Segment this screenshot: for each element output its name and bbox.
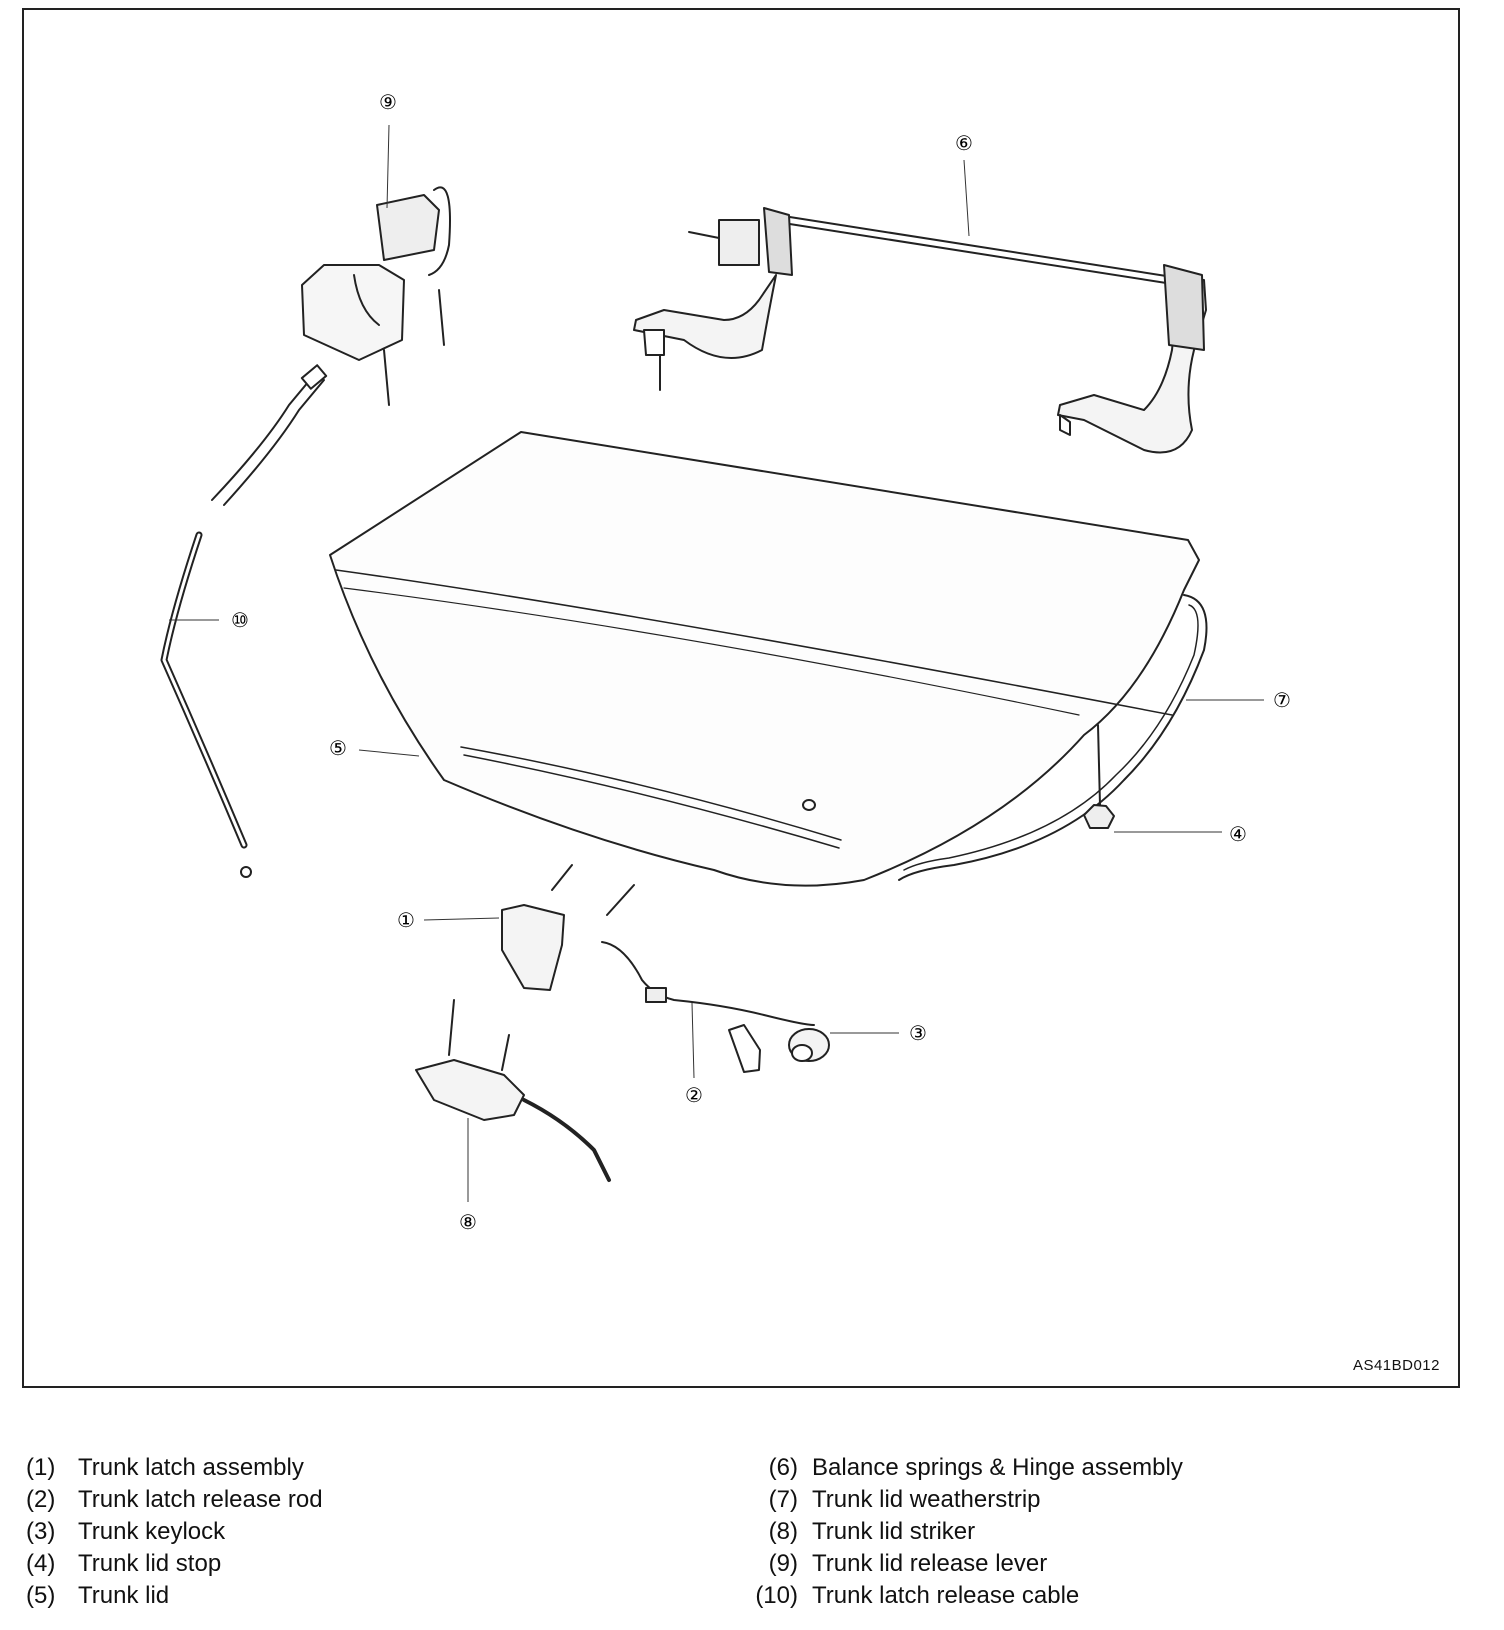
exploded-view-diagram: ① ② ③ ④ ⑤ ⑥ ⑦ ⑧ ⑨ ⑩ xyxy=(160,90,1291,1234)
legend-item-label: Trunk lid xyxy=(78,1582,170,1609)
legend-item: (3) Trunk keylock xyxy=(26,1516,323,1548)
legend-item-label: Balance springs & Hinge assembly xyxy=(812,1454,1183,1481)
trunk-lid-part xyxy=(329,431,1200,887)
legend-item-label: Trunk latch assembly xyxy=(78,1454,304,1481)
legend-item: (1) Trunk latch assembly xyxy=(26,1452,323,1484)
legend-item: (4) Trunk lid stop xyxy=(26,1548,323,1580)
trunk-latch-release-cable-part xyxy=(160,364,328,878)
legend-item: (10) Trunk latch release cable xyxy=(752,1580,1183,1612)
trunk-lid-stop-part xyxy=(1083,724,1115,829)
trunk-lid-weatherstrip-part xyxy=(898,594,1208,881)
trunk-keylock-part xyxy=(728,1024,830,1073)
legend-item-number: (5) xyxy=(26,1582,56,1609)
figure-code: AS41BD012 xyxy=(1352,1357,1440,1374)
callout-3: ③ xyxy=(909,1021,927,1045)
callout-6: ⑥ xyxy=(955,131,973,155)
legend-item-number: (1) xyxy=(26,1454,56,1481)
legend-item-label: Trunk latch release rod xyxy=(78,1486,323,1513)
callout-1: ① xyxy=(397,908,415,932)
legend-item-number: (4) xyxy=(26,1550,56,1577)
legend-item-label: Trunk keylock xyxy=(78,1518,226,1545)
trunk-lid-release-lever-part xyxy=(301,186,451,406)
legend-item-number: (7) xyxy=(768,1486,798,1513)
legend-item-number: (6) xyxy=(768,1454,798,1481)
legend-item-number: (3) xyxy=(26,1518,56,1545)
legend-item: (5) Trunk lid xyxy=(26,1580,323,1612)
legend-item: (2) Trunk latch release rod xyxy=(26,1484,323,1516)
trunk-lid-striker-part xyxy=(415,999,611,1182)
legend-item-number: (9) xyxy=(768,1550,798,1577)
legend-column-left: (1) Trunk latch assembly (2) Trunk latch r… xyxy=(26,1452,323,1612)
callout-8: ⑧ xyxy=(459,1210,477,1234)
legend-item: (8) Trunk lid striker xyxy=(752,1516,1183,1548)
legend-item-label: Trunk lid release lever xyxy=(812,1550,1048,1577)
callout-9: ⑨ xyxy=(379,90,397,114)
legend-column-right: (6) Balance springs & Hinge assembly (7) T… xyxy=(752,1452,1183,1612)
legend-item-number: (8) xyxy=(768,1518,798,1545)
balance-springs-hinge-part xyxy=(633,207,1207,454)
legend-item: (9) Trunk lid release lever xyxy=(752,1548,1183,1580)
legend-item-label: Trunk lid stop xyxy=(78,1550,222,1577)
legend-item-label: Trunk lid striker xyxy=(812,1518,976,1545)
trunk-latch-assembly-part xyxy=(501,864,635,991)
callout-4: ④ xyxy=(1229,822,1247,846)
diagram-frame: ① ② ③ ④ ⑤ ⑥ ⑦ ⑧ ⑨ ⑩ AS41BD012 xyxy=(22,8,1460,1388)
parts-legend: (1) Trunk latch assembly (2) Trunk latch r… xyxy=(0,1452,1504,1622)
legend-item: (7) Trunk lid weatherstrip xyxy=(752,1484,1183,1516)
callout-7: ⑦ xyxy=(1273,688,1291,712)
trunk-latch-release-rod-part xyxy=(601,941,815,1026)
callout-5: ⑤ xyxy=(329,736,347,760)
callout-2: ② xyxy=(685,1083,703,1107)
legend-item: (6) Balance springs & Hinge assembly xyxy=(752,1452,1183,1484)
legend-item-number: (2) xyxy=(26,1486,56,1513)
legend-item-number: (10) xyxy=(755,1582,798,1609)
legend-item-label: Trunk latch release cable xyxy=(812,1582,1080,1609)
callout-10: ⑩ xyxy=(231,608,249,632)
legend-item-label: Trunk lid weatherstrip xyxy=(812,1486,1041,1513)
